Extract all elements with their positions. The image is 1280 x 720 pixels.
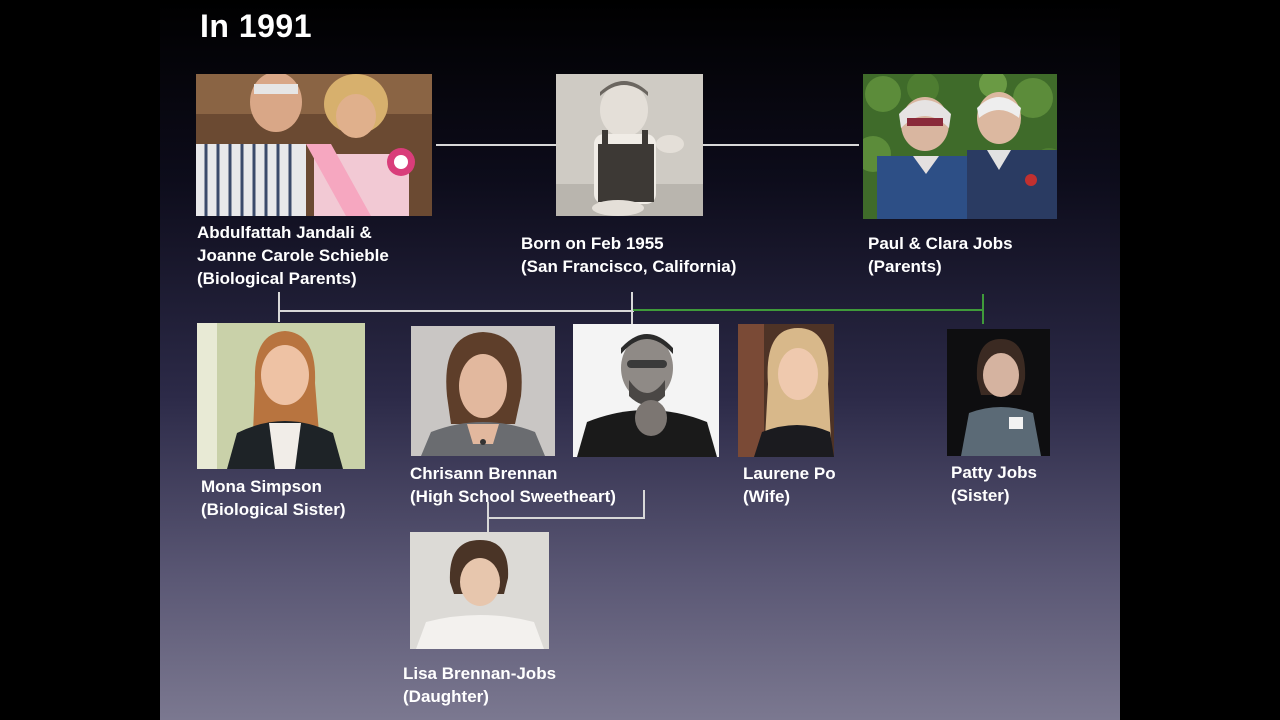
- connector-bio-parents-down: [278, 292, 280, 322]
- photo-patty-jobs: [947, 329, 1050, 456]
- laurene-name: Laurene Po: [743, 464, 836, 483]
- parents-relation: (Parents): [868, 257, 942, 276]
- photo-laurene: [738, 324, 834, 457]
- slide: In 1991: [160, 0, 1120, 720]
- connector-steve-down: [643, 490, 645, 519]
- connector-siblings-bar: [278, 310, 634, 312]
- label-born: Born on Feb 1955 (San Francisco, Califor…: [521, 232, 736, 278]
- slide-title: In 1991: [200, 8, 313, 44]
- photo-biological-parents: [196, 74, 432, 216]
- label-parents: Paul & Clara Jobs (Parents): [868, 232, 1013, 278]
- label-patty-jobs: Patty Jobs (Sister): [951, 461, 1037, 507]
- connector-to-patty: [633, 309, 983, 311]
- parents-name: Paul & Clara Jobs: [868, 234, 1013, 253]
- mona-name: Mona Simpson: [201, 477, 322, 496]
- patty-relation: (Sister): [951, 486, 1010, 505]
- photo-steve-jobs: [573, 324, 719, 457]
- chrisann-name: Chrisann Brennan: [410, 464, 558, 483]
- lisa-name: Lisa Brennan-Jobs: [403, 664, 557, 683]
- photo-lisa-brennan-jobs: [410, 532, 549, 649]
- lisa-relation: (Daughter): [403, 687, 489, 706]
- born-place: (San Francisco, California): [521, 257, 737, 276]
- bio-parents-name-2: Joanne Carole Schieble: [197, 246, 389, 265]
- connector-bio-parents-to-born: [436, 144, 556, 146]
- bio-parents-relation: (Biological Parents): [197, 269, 357, 288]
- photo-adoptive-parents: [863, 74, 1057, 219]
- label-lisa-brennan-jobs: Lisa Brennan-Jobs (Daughter): [403, 662, 556, 708]
- mona-relation: (Biological Sister): [201, 500, 346, 519]
- chrisann-relation: (High School Sweetheart): [410, 487, 616, 506]
- label-chrisann-brennan: Chrisann Brennan (High School Sweetheart…: [410, 462, 616, 508]
- label-mona-simpson: Mona Simpson (Biological Sister): [201, 475, 346, 521]
- patty-name: Patty Jobs: [951, 463, 1037, 482]
- label-laurene: Laurene Po (Wife): [743, 462, 836, 508]
- photo-baby: [556, 74, 703, 216]
- photo-chrisann-brennan: [411, 326, 555, 456]
- born-date: Born on Feb 1955: [521, 234, 664, 253]
- connector-born-to-parents: [703, 144, 859, 146]
- photo-mona-simpson: [197, 323, 365, 469]
- connector-chrisann-lisa-bar: [487, 517, 645, 519]
- label-biological-parents: Abdulfattah Jandali & Joanne Carole Schi…: [197, 221, 389, 290]
- connector-born-down: [631, 292, 633, 324]
- laurene-relation: (Wife): [743, 487, 791, 506]
- connector-patty-down: [982, 294, 984, 324]
- bio-parents-name-1: Abdulfattah Jandali &: [197, 223, 372, 242]
